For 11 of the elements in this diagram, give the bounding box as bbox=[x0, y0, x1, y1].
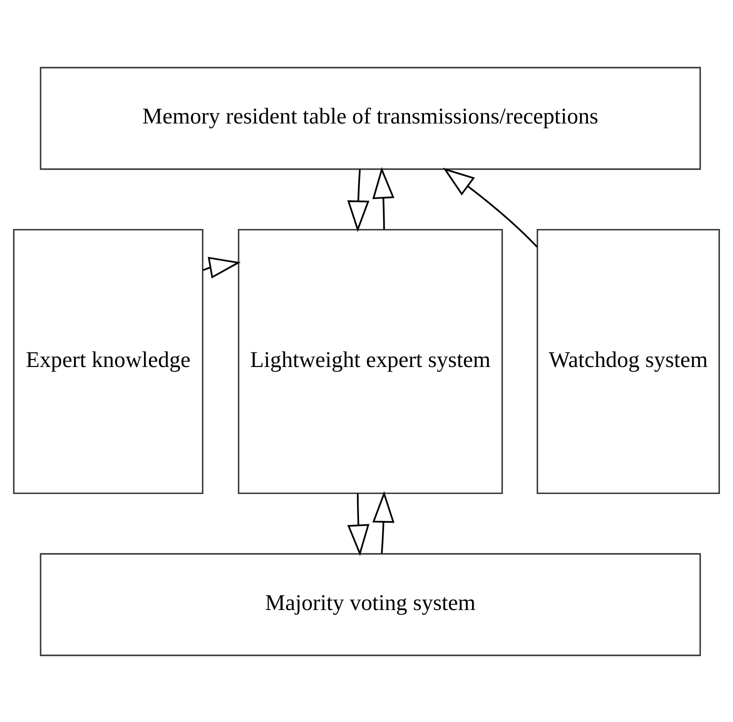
node-box: Memory resident table of transmissions/receptions bbox=[40, 66, 701, 170]
arrow bbox=[202, 256, 241, 278]
node-box: Watchdog system bbox=[536, 228, 720, 494]
arrow bbox=[347, 169, 370, 232]
arrow bbox=[372, 490, 394, 554]
arrow bbox=[347, 493, 370, 556]
arrow bbox=[372, 166, 394, 230]
node-box: Majority voting system bbox=[40, 552, 701, 656]
node-box: Expert knowledge bbox=[13, 228, 204, 494]
node-box: Lightweight expert system bbox=[238, 228, 503, 494]
arrow bbox=[442, 167, 538, 247]
